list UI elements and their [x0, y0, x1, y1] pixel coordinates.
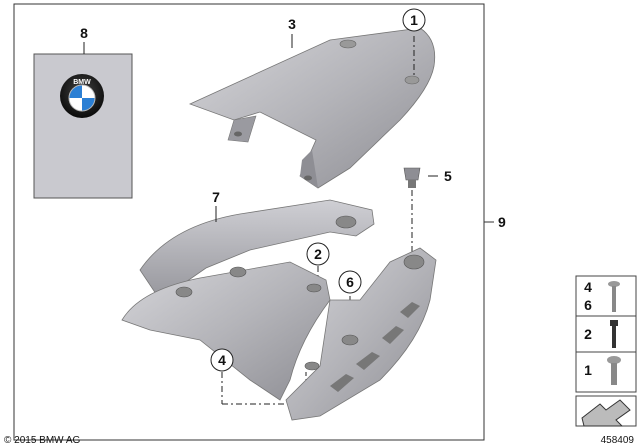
luggage-rack-part	[121, 199, 437, 421]
svg-text:4: 4	[584, 279, 592, 295]
callout-6: 6	[338, 270, 362, 294]
svg-text:4: 4	[218, 352, 226, 368]
arrow-direction-icon	[581, 399, 631, 427]
bmw-logo-icon: BMW	[60, 74, 104, 118]
svg-text:8: 8	[80, 25, 88, 41]
svg-text:3: 3	[288, 16, 296, 32]
svg-text:1: 1	[410, 12, 418, 28]
bolt-icon-dark	[610, 320, 618, 348]
callout-9: 9	[498, 214, 506, 230]
document-number: 458409	[600, 435, 634, 446]
svg-text:2: 2	[584, 326, 592, 342]
svg-text:9: 9	[498, 214, 506, 230]
svg-text:5: 5	[444, 168, 452, 184]
callout-3: 3	[288, 16, 296, 32]
svg-text:7: 7	[212, 189, 220, 205]
seat-cover-part	[188, 27, 436, 189]
svg-text:1: 1	[584, 362, 592, 378]
svg-text:6: 6	[584, 297, 592, 313]
callout-4: 4	[210, 348, 234, 372]
fastener-legend: 4 6 2 1	[575, 275, 637, 427]
screw-icon-long	[608, 281, 620, 312]
screw-icon-short	[607, 356, 621, 385]
svg-text:2: 2	[314, 246, 322, 262]
callout-1: 1	[402, 8, 426, 32]
callout-5: 5	[444, 168, 452, 184]
copyright-text: © 2015 BMW AG	[4, 435, 81, 446]
svg-text:6: 6	[346, 274, 354, 290]
bmw-logo-text: BMW	[73, 79, 91, 86]
screw-part-5	[403, 167, 421, 188]
callout-8: 8	[80, 25, 88, 41]
callout-7: 7	[212, 189, 220, 205]
callout-2: 2	[306, 242, 330, 266]
